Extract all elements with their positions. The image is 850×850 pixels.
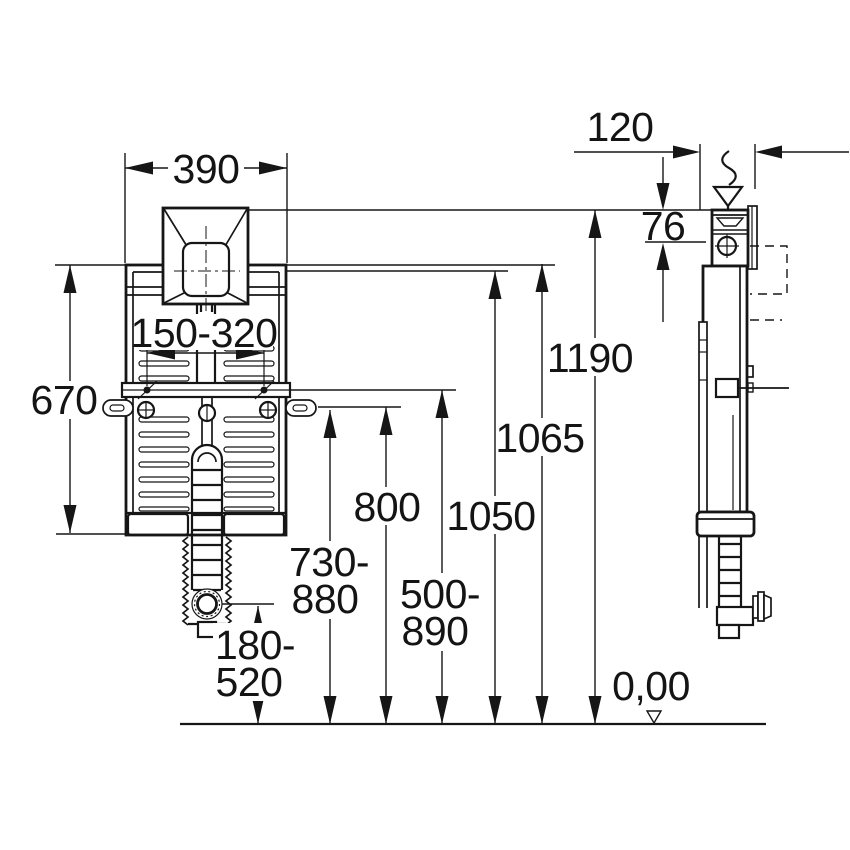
dim-top-clearance-label: 76 [641,203,686,249]
dim-height-1050: 1050 [446,271,536,724]
dim-supply-range: 500- 890 [400,390,482,724]
dim-top-clearance: 76 [641,157,686,322]
dim-flush-plate-adjust: 150-320 [131,310,278,386]
datum-level-icon [645,710,663,725]
dim-front-width-label: 390 [173,146,240,192]
dim-bracket-range: 730- 880 [289,410,370,724]
dim-height-800: 800 [352,407,422,724]
ground-line: 0,00 [180,663,766,726]
mounting-band [102,380,317,420]
dim-supply-range-label-2: 890 [402,608,469,654]
wall-bracket-dashed-outline [750,245,788,321]
dim-depth-label: 120 [587,104,654,150]
fixing-screws [136,380,278,420]
dim-height-1190-label: 1190 [547,335,633,381]
wall-anchor-lug-right [285,399,317,417]
dim-depth: 120 [574,104,849,210]
dim-height-1190: 1190 [547,210,634,724]
dim-outlet-height-label-2: 520 [216,659,283,705]
dim-bracket-range-label-1: 730- [289,539,369,585]
tank-slats [138,345,275,512]
wall-anchor-lug-left [102,399,134,417]
dim-frame-height: 670 [28,265,102,533]
front-view [102,206,317,639]
dim-bracket-range-label-2: 880 [292,576,359,622]
dim-height-800-label: 800 [354,484,421,530]
dim-front-width: 390 [124,146,288,263]
dim-height-1050-label: 1050 [446,493,535,539]
side-view [695,150,789,640]
water-supply-icon [711,150,745,210]
dim-height-1065: 1065 [495,264,585,724]
dim-height-1065-label: 1065 [495,415,584,461]
support-pin [714,377,789,399]
side-outlet-pipe [698,536,772,640]
side-body [695,264,756,538]
dim-outlet-height-label-1: 180- [215,622,295,668]
dim-frame-height-label: 670 [31,377,98,423]
floor-level-label: 0,00 [612,663,690,709]
outlet-elbow [715,605,755,627]
dim-flush-plate-adjust-label: 150-320 [131,310,278,356]
dim-supply-range-label-1: 500- [400,571,480,617]
side-valve-box [710,205,758,270]
dim-outlet-height: 180- 520 [213,606,299,724]
flush-pipe [190,304,224,592]
flush-plate-access-box [161,206,250,318]
